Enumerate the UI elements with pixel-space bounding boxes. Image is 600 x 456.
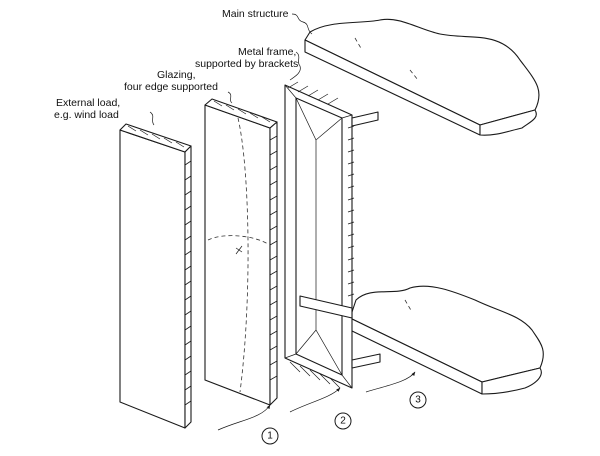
lower-slab: [349, 285, 544, 395]
arrow-step-3: [365, 371, 416, 393]
label-external-load-1: External load,: [56, 97, 120, 109]
label-main-structure: Main structure: [222, 8, 289, 20]
step-circle-2: 2: [334, 412, 352, 430]
arrow-step-1: [217, 404, 271, 431]
external-load-panel: [119, 123, 192, 429]
frame-hatch: [347, 125, 355, 297]
step-number-2: 2: [340, 416, 346, 427]
label-glazing-2: four edge supported: [124, 81, 218, 93]
label-leaders: [149, 13, 313, 126]
label-external-load-2: e.g. wind load: [54, 109, 119, 121]
load-path-arrows: [217, 371, 416, 431]
label-metal-frame-1: Metal frame,: [238, 46, 296, 58]
step-number-3: 3: [415, 395, 421, 406]
step-number-1: 1: [267, 431, 273, 442]
label-glazing-1: Glazing,: [157, 69, 196, 81]
glazing-hatch: [269, 135, 278, 381]
arrow-step-2: [289, 387, 341, 413]
step-circle-1: 1: [261, 427, 279, 445]
step-circle-3: 3: [409, 391, 427, 409]
glazing-panel: [204, 98, 278, 406]
upper-slab: [304, 18, 540, 136]
label-metal-frame-2: supported by brackets: [195, 58, 298, 70]
metal-frame: [284, 81, 381, 389]
load-hatch: [184, 160, 192, 406]
